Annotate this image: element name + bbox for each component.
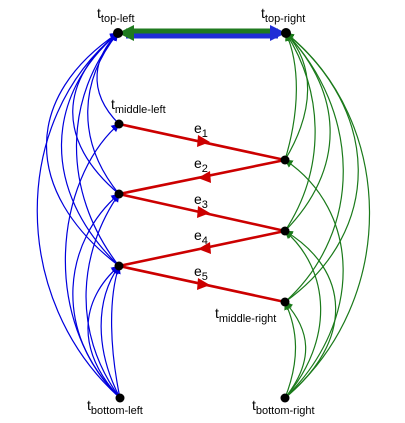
node-bottom-left [115, 393, 125, 403]
top-bar-arrow-right [270, 25, 286, 41]
green-edge-br-r2-1 [284, 230, 322, 399]
top-bar [118, 25, 286, 41]
edge-labels: e1 e2 e3 e4 e5 [194, 120, 208, 283]
node-right-2 [280, 226, 290, 236]
label-bottom-right: tbottom-right [252, 397, 315, 417]
green-edge-mr-tr-2 [284, 32, 344, 303]
label-e2: e2 [194, 155, 208, 175]
green-edge-br-mr-1 [284, 301, 297, 399]
blue-edge-l3-tl-2 [60, 32, 120, 267]
edge-e2-arrow [198, 171, 211, 183]
green-edge-br-tr-1 [284, 32, 371, 399]
green-edge-r1-tr-2 [284, 32, 297, 161]
node-middle-right [280, 297, 290, 307]
blue-edge-l3-tl-3 [75, 32, 120, 267]
edge-e4-arrow [198, 242, 211, 254]
label-middle-right: tmiddle-right [215, 305, 276, 325]
green-edge-r2-tr-2 [284, 32, 316, 232]
label-e5: e5 [194, 263, 208, 283]
label-e4: e4 [194, 227, 208, 247]
node-top-left [113, 28, 123, 38]
node-labels: ttop-left ttop-right tmiddle-left tmiddl… [87, 5, 315, 417]
blue-edge-bl-l3-3 [111, 265, 121, 399]
blue-edge-bl-l2-1 [72, 193, 121, 399]
edge-e3-arrow [197, 206, 210, 218]
green-edge-r2-tr-1 [284, 32, 331, 232]
node-top-right [281, 28, 291, 38]
node-middle-left [114, 119, 124, 129]
blue-edges [36, 32, 121, 399]
edge-e5-arrow [197, 278, 210, 290]
blue-edge-bl-l3-2 [100, 265, 121, 399]
blue-edge-bl-l3-1 [87, 265, 121, 399]
blue-edge-bl-l2-2 [85, 193, 121, 399]
green-edge-br-r1-1 [284, 159, 344, 399]
green-edge-br-mr-2 [284, 301, 307, 399]
node-left-3 [114, 261, 124, 271]
node-left-2 [114, 189, 124, 199]
chain-arrowheads [197, 135, 211, 290]
label-e1: e1 [194, 120, 208, 140]
label-bottom-left: tbottom-left [87, 397, 143, 417]
top-bar-arrow-left [118, 25, 134, 41]
label-top-left: ttop-left [97, 5, 135, 25]
label-middle-left: tmiddle-left [111, 96, 166, 116]
label-e3: e3 [194, 191, 208, 211]
green-edges [284, 32, 371, 399]
green-edge-mr-tr-1 [284, 32, 359, 303]
nodes [113, 28, 291, 403]
green-edge-r1-tr-1 [284, 32, 309, 161]
blue-edge-l3-tl-1 [46, 32, 120, 267]
blue-edge-bl-tl-1 [36, 32, 121, 399]
blue-edge-l2-tl-2 [87, 32, 120, 195]
node-right-1 [280, 155, 290, 165]
node-bottom-right [280, 393, 290, 403]
label-top-right: ttop-right [261, 5, 305, 25]
edge-e1-arrow [197, 135, 210, 147]
